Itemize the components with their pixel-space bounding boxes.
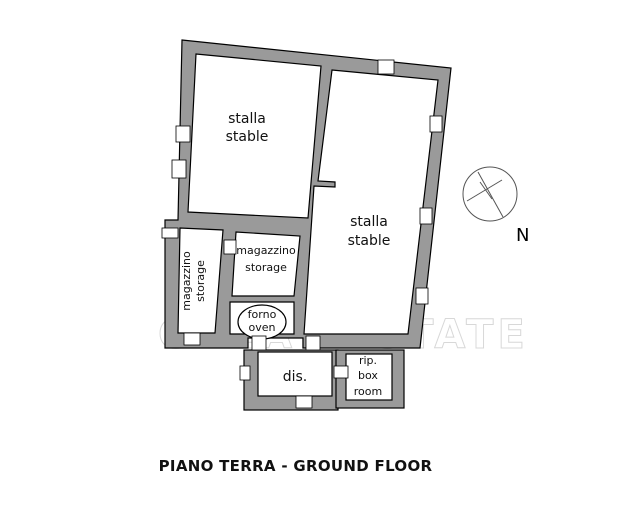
room-storage-central bbox=[231, 231, 301, 297]
room-box-room bbox=[345, 353, 393, 401]
label-box-room-1: rip. bbox=[359, 354, 377, 367]
door-oven-west bbox=[251, 335, 267, 351]
room-stable-east bbox=[303, 69, 439, 335]
door-storage-central bbox=[223, 239, 237, 255]
floor-plan-caption: PIANO TERRA - GROUND FLOOR bbox=[158, 457, 433, 475]
label-storage-c-en: storage bbox=[245, 261, 287, 274]
window-east-3 bbox=[415, 287, 429, 305]
window-north bbox=[377, 59, 395, 75]
compass-icon bbox=[462, 166, 518, 222]
label-dis: dis. bbox=[283, 369, 308, 385]
door-box-room bbox=[333, 365, 349, 379]
label-stable-nw-it: stalla bbox=[228, 111, 266, 127]
label-box-room-2: box bbox=[358, 369, 378, 382]
label-storage-w-it: magazzino bbox=[180, 251, 193, 311]
window-east-2 bbox=[419, 207, 433, 225]
window-dis-south bbox=[295, 395, 313, 409]
door-storage-west-bottom bbox=[183, 332, 201, 346]
room-dis bbox=[257, 351, 333, 397]
window-east-1 bbox=[429, 115, 443, 133]
window-dis-west bbox=[239, 365, 251, 381]
window-west-2 bbox=[171, 159, 187, 179]
room-storage-west bbox=[177, 227, 224, 334]
label-oven-it: forno bbox=[248, 308, 277, 321]
door-storage-west bbox=[161, 227, 179, 239]
label-box-room-3: room bbox=[354, 385, 382, 398]
window-west-1 bbox=[175, 125, 191, 143]
north-label: N bbox=[516, 225, 529, 246]
label-stable-e-it: stalla bbox=[350, 214, 388, 230]
room-stable-nw bbox=[187, 53, 322, 219]
label-stable-e-en: stable bbox=[348, 233, 391, 249]
label-storage-w-en: storage bbox=[194, 260, 207, 302]
label-storage-c-it: magazzino bbox=[236, 244, 296, 257]
label-oven-en: oven bbox=[249, 321, 276, 334]
door-stable-south bbox=[305, 335, 321, 351]
label-stable-nw-en: stable bbox=[226, 129, 269, 145]
